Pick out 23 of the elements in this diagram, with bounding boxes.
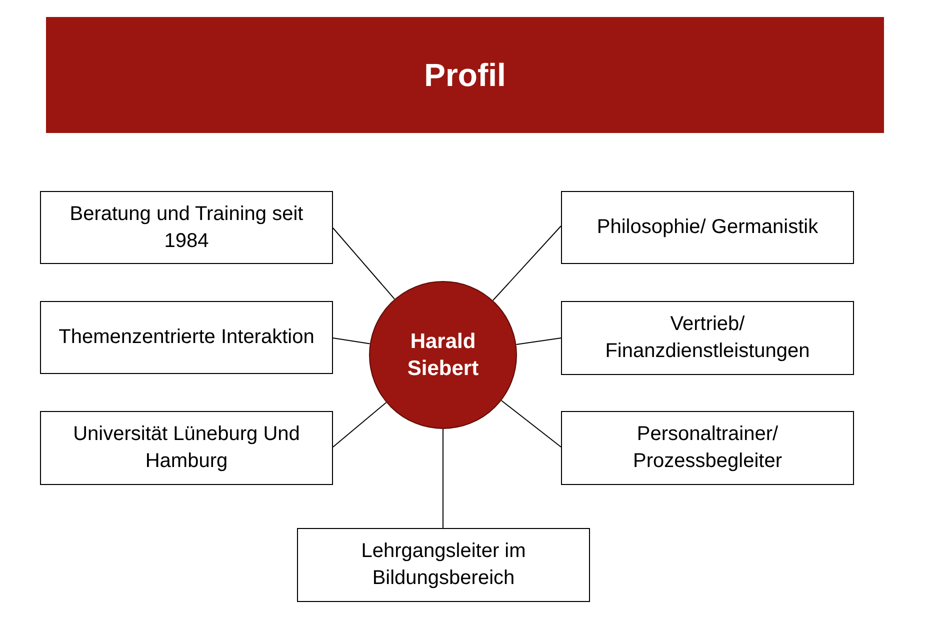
box-label: Lehrgangsleiter im Bildungsbereich [360,539,527,591]
box-label: Vertrieb/ Finanzdienstleistungen [604,312,811,364]
connector-line [500,400,562,448]
box-label: Philosophie/ Germanistik [596,215,820,240]
connector-line [332,338,370,344]
box-label: Personaltrainer/ Prozessbegleiter [632,422,783,474]
box-label: Universität Lüneburg Und Hamburg [72,422,301,474]
profile-box [297,528,590,602]
connector-line [492,226,562,301]
profile-box [561,411,854,485]
connector-line [516,338,562,345]
box-label: Beratung und Training seit 1984 [68,202,304,254]
profile-box [561,301,854,375]
connector-line [332,228,396,300]
connector-line [442,428,444,528]
profile-box [561,191,854,264]
connector-line [332,402,387,448]
profile-box [40,411,333,485]
profile-box [40,191,333,264]
profile-box [40,301,333,374]
box-label: Themenzentrierte Interaktion [58,325,316,350]
name-label: Harald Siebert [406,328,480,382]
title: Profil [424,56,506,94]
